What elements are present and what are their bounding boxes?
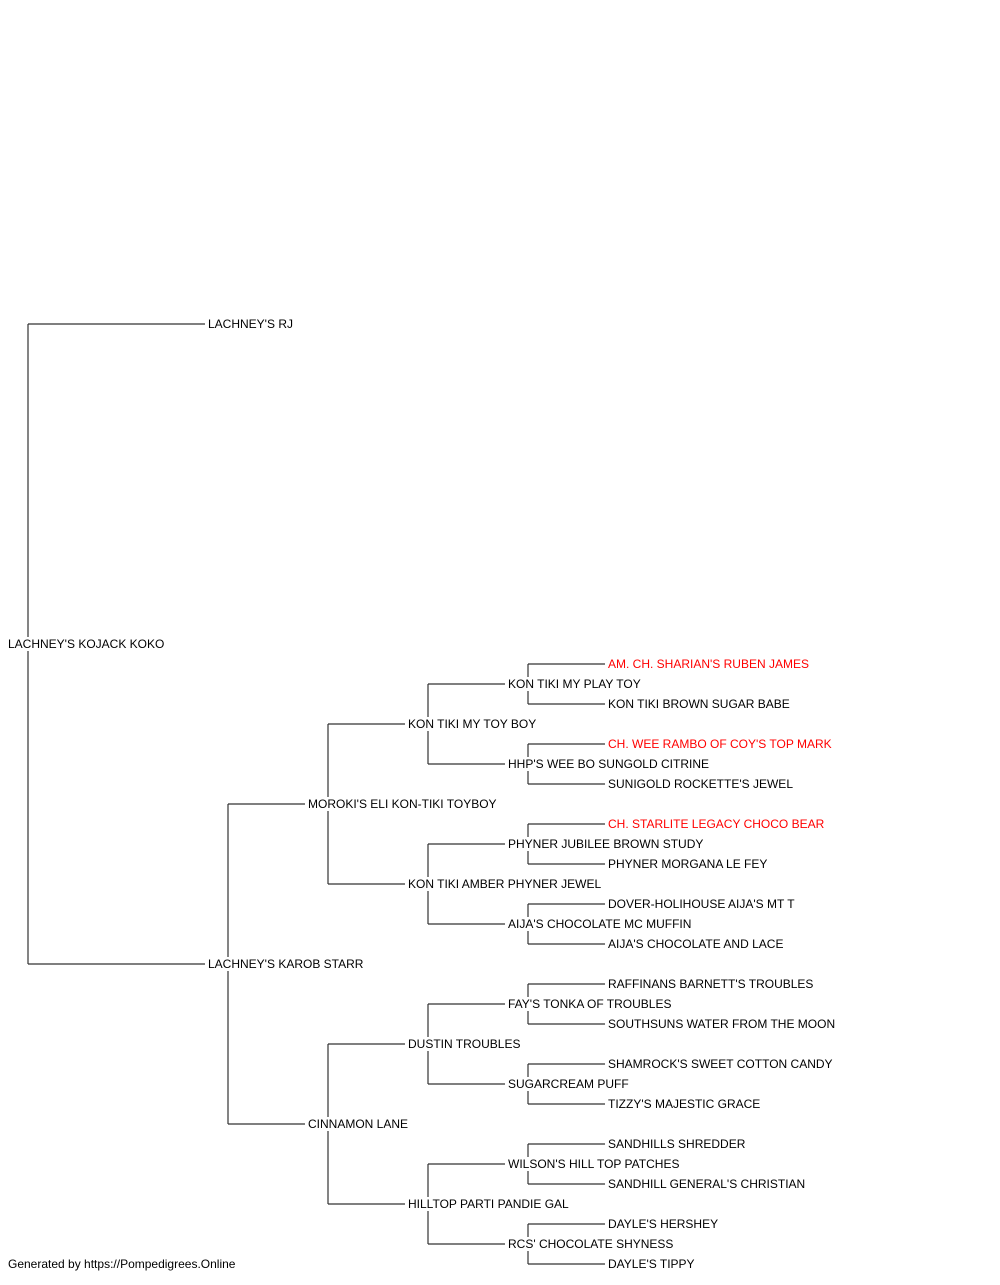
dam-name: AIJA'S CHOCOLATE AND LACE — [608, 937, 786, 951]
sire-name: WILSON'S HILL TOP PATCHES — [508, 1157, 682, 1171]
dam-name: SANDHILL GENERAL'S CHRISTIAN — [608, 1177, 808, 1191]
sire-name: DUSTIN TROUBLES — [408, 1037, 523, 1051]
dam-name: RCS' CHOCOLATE SHYNESS — [508, 1237, 676, 1251]
dam-name: SUNIGOLD ROCKETTE'S JEWEL — [608, 777, 795, 791]
sire-name: LACHNEY'S RJ — [208, 317, 295, 331]
sire-name: SANDHILLS SHREDDER — [608, 1137, 748, 1151]
subject-dog-name: LACHNEY'S KOJACK KOKO — [8, 637, 167, 651]
dam-name: CINNAMON LANE — [308, 1117, 411, 1131]
dam-name: SUGARCREAM PUFF — [508, 1077, 631, 1091]
dam-name: KON TIKI BROWN SUGAR BABE — [608, 697, 792, 711]
dam-name: SOUTHSUNS WATER FROM THE MOON — [608, 1017, 838, 1031]
dam-name: AIJA'S CHOCOLATE MC MUFFIN — [508, 917, 694, 931]
dam-name: HILLTOP PARTI PANDIE GAL — [408, 1197, 571, 1211]
dam-name: DAYLE'S TIPPY — [608, 1257, 697, 1271]
sire-name: KON TIKI MY TOY BOY — [408, 717, 539, 731]
dam-name: KON TIKI AMBER PHYNER JEWEL — [408, 877, 604, 891]
dam-name: PHYNER MORGANA LE FEY — [608, 857, 770, 871]
sire-name: CH. STARLITE LEGACY CHOCO BEAR — [608, 817, 825, 831]
dam-name: LACHNEY'S KAROB STARR — [208, 957, 366, 971]
dam-name: TIZZY'S MAJESTIC GRACE — [608, 1097, 763, 1111]
sire-name: PHYNER JUBILEE BROWN STUDY — [508, 837, 706, 851]
dam-name: HHP'S WEE BO SUNGOLD CITRINE — [508, 757, 711, 771]
sire-name: MOROKI'S ELI KON-TIKI TOYBOY — [308, 797, 499, 811]
sire-name: CH. WEE RAMBO OF COY'S TOP MARK — [608, 737, 832, 751]
generated-by-footer: Generated by https://Pompedigrees.Online — [8, 1257, 236, 1271]
sire-name: DAYLE'S HERSHEY — [608, 1217, 721, 1231]
sire-name: RAFFINANS BARNETT'S TROUBLES — [608, 977, 816, 991]
sire-name: AM. CH. SHARIAN'S RUBEN JAMES — [608, 657, 809, 671]
sire-name: KON TIKI MY PLAY TOY — [508, 677, 643, 691]
sire-name: DOVER-HOLIHOUSE AIJA'S MT T — [608, 897, 797, 911]
sire-name: SHAMROCK'S SWEET COTTON CANDY — [608, 1057, 835, 1071]
sire-name: FAY'S TONKA OF TROUBLES — [508, 997, 674, 1011]
